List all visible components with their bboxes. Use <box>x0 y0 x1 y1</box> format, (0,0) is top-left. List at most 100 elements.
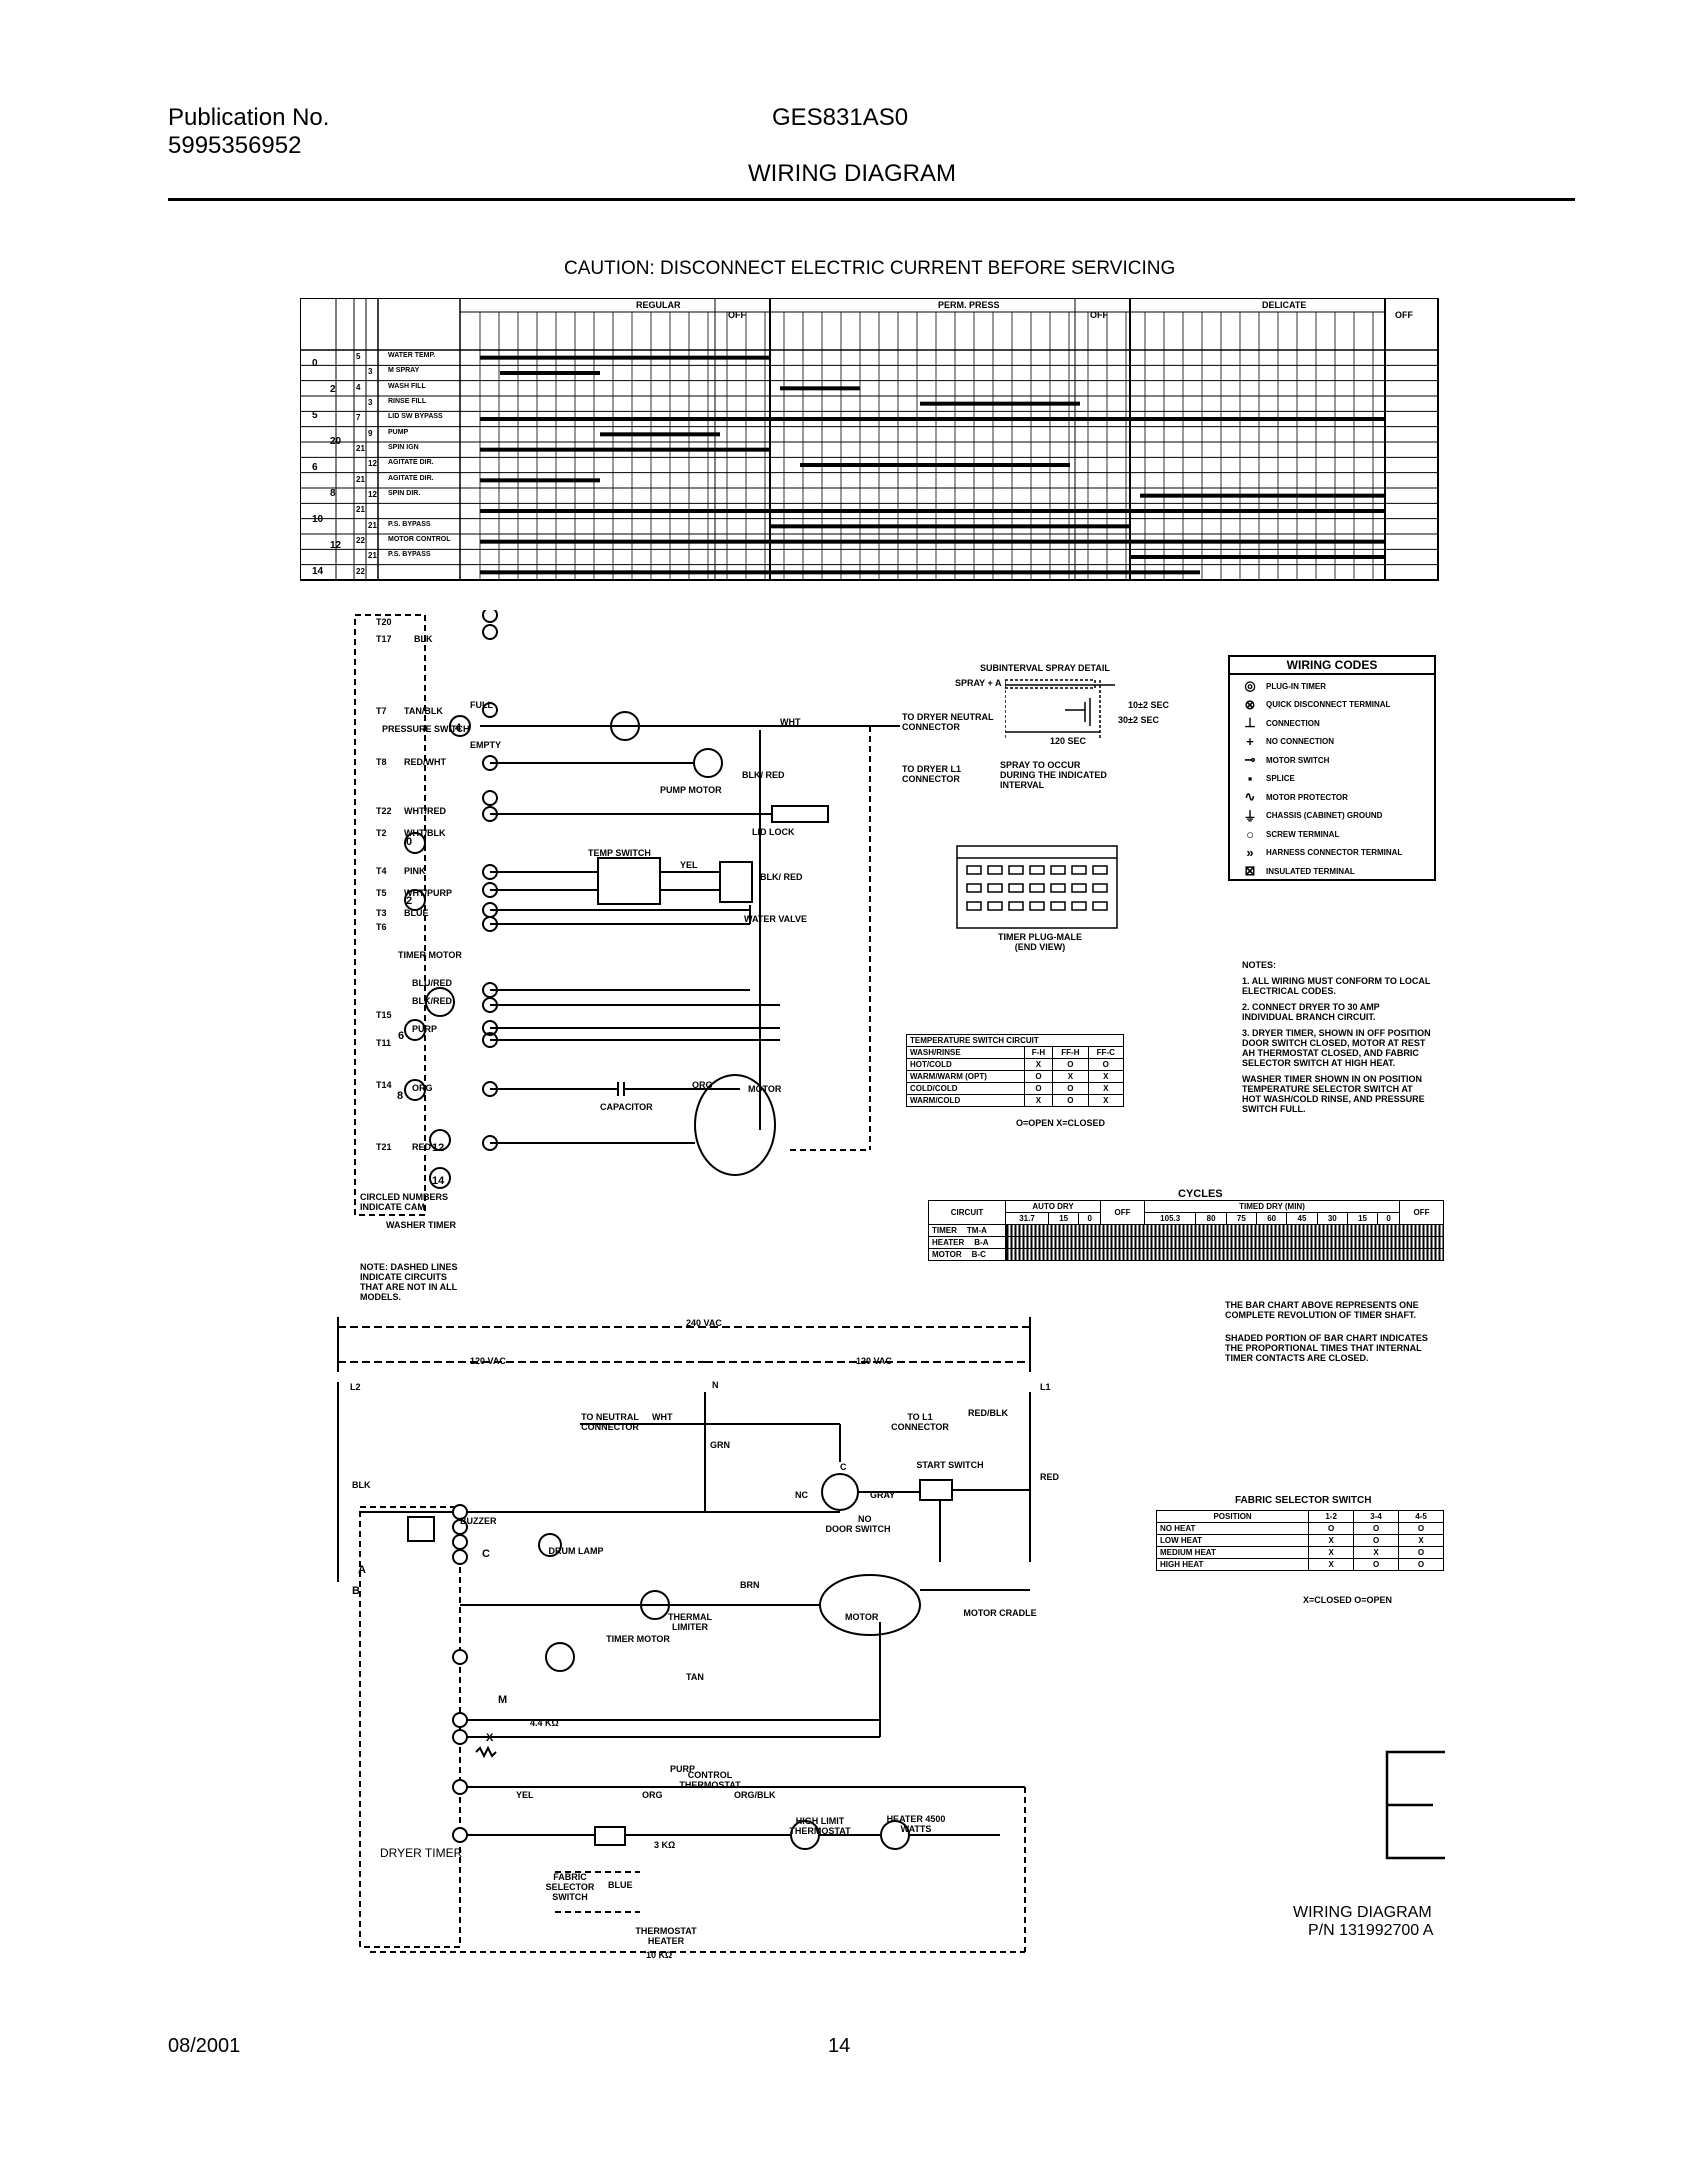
dryer-label-resistor: 4.4 KΩ <box>530 1718 559 1728</box>
dryer-label-hi-limit: HIGH LIMIT THERMOSTAT <box>789 1816 851 1836</box>
temp-table-row-cell: X <box>1087 1082 1125 1095</box>
washer-label-t15: T15 <box>376 1010 392 1020</box>
washer-label-blue: BLUE <box>404 908 429 918</box>
wiring-code-symbol-icon: ⊥ <box>1244 715 1256 731</box>
chart-bar <box>770 524 1130 529</box>
dryer-terminal <box>452 1534 468 1550</box>
dryer-terminal <box>452 1779 468 1795</box>
washer-cam <box>429 1167 451 1189</box>
plug-pin <box>1071 901 1087 911</box>
dryer-label-red: RED <box>1040 1472 1060 1482</box>
washer-label-red-wht: RED/WHT <box>404 757 446 767</box>
washer-label-red: RED <box>412 1142 432 1152</box>
dryer-label-nc: NC <box>795 1490 808 1500</box>
temp-table-row-cell: O <box>1052 1058 1089 1071</box>
wiring-code-label: HARNESS CONNECTOR TERMINAL <box>1266 848 1403 858</box>
wiring-code-symbol-icon: ⊸ <box>1244 752 1256 768</box>
chart-circuit-label: M SPRAY <box>388 367 420 375</box>
temp-table-header: FF-H <box>1052 1046 1089 1059</box>
washer-cam-label: 2 <box>406 895 413 907</box>
chart-off-1: OFF <box>728 310 746 320</box>
plug-pin <box>966 883 982 893</box>
fabric-table-row-cell: O <box>1398 1522 1444 1535</box>
cycles-auto-dry: AUTO DRY <box>1004 1200 1102 1213</box>
dryer-terminal <box>452 1712 468 1728</box>
cycles-timed-dry: TIMED DRY (MIN) <box>1143 1200 1401 1213</box>
washer-label-t5: T5 <box>376 888 387 898</box>
model-number: GES831AS0 <box>772 104 909 131</box>
washer-cam-label: 0 <box>406 836 413 848</box>
chart-bar <box>600 432 720 437</box>
wiring-code-row: ⏚CHASSIS (CABINET) GROUND <box>1234 807 1430 826</box>
wiring-code-symbol-icon: + <box>1246 734 1254 750</box>
fabric-table-header: POSITION <box>1155 1510 1310 1523</box>
fabric-table-row-cell: LOW HEAT <box>1155 1534 1310 1547</box>
wiring-codes-title: WIRING CODES <box>1230 657 1434 675</box>
dryer-label-timer-motor: TIMER MOTOR <box>606 1634 670 1644</box>
chart-bar <box>480 539 1385 544</box>
temp-table-row-cell: X <box>1052 1070 1089 1083</box>
temp-table-header: WASH/RINSE <box>906 1046 1025 1059</box>
washer-label-pressure-switch: PRESSURE SWITCH <box>382 724 470 734</box>
dryer-label-to-l1: TO L1 CONNECTOR <box>891 1412 949 1432</box>
temp-table-row-cell: WARM/COLD <box>906 1094 1025 1107</box>
wiring-code-label: SPLICE <box>1266 774 1295 784</box>
chart-bar <box>1140 493 1385 498</box>
fabric-table-legend: X=CLOSED O=OPEN <box>1303 1595 1393 1605</box>
dryer-label-tan: TAN <box>686 1672 704 1682</box>
dryer-label-door-switch: DOOR SWITCH <box>825 1524 891 1534</box>
cycles-tick-auto: 0 <box>1078 1212 1102 1225</box>
timer-sequence-chart <box>300 298 1439 581</box>
plug-pin <box>1050 901 1066 911</box>
wiring-code-label: CONNECTION <box>1266 718 1320 728</box>
wiring-code-row: ▪ SPLICE <box>1234 770 1430 789</box>
temp-table-title: TEMPERATURE SWITCH CIRCUIT <box>906 1034 1124 1047</box>
note-3: 3. DRYER TIMER, SHOWN IN OFF POSITION DO… <box>1242 1028 1431 1068</box>
cycles-row-terminals: B-A <box>974 1238 989 1247</box>
washer-cam <box>449 715 471 737</box>
chart-circuit-label: WASH FILL <box>388 382 426 390</box>
temp-table-row-cell: HOT/COLD <box>906 1058 1025 1071</box>
dryer-label-no: NO <box>858 1514 872 1524</box>
washer-label-t2: T2 <box>376 828 387 838</box>
wiring-code-symbol-icon: ▪ <box>1247 771 1253 787</box>
chart-terminal-label: 21 <box>368 551 377 561</box>
dryer-label-to-neutral: TO NEUTRAL CONNECTOR <box>581 1412 639 1432</box>
wiring-code-label: QUICK DISCONNECT TERMINAL <box>1266 700 1391 710</box>
washer-terminal <box>482 610 498 623</box>
cycles-off-2: OFF <box>1399 1200 1444 1225</box>
chart-group-delicate: DELICATE <box>1262 300 1307 310</box>
chart-circuit-label: AGITATE DIR. <box>388 474 434 482</box>
chart-circuit-label: MOTOR CONTROL <box>388 536 451 543</box>
fabric-table-row-cell: O <box>1308 1522 1355 1535</box>
fabric-table-header: 4-5 <box>1398 1510 1444 1523</box>
fabric-table-row-cell: O <box>1353 1522 1400 1535</box>
washer-label-org2: ORG <box>692 1080 713 1090</box>
dryer-label-dryer-timer: DRYER TIMER <box>380 1846 463 1860</box>
wiring-code-label: MOTOR SWITCH <box>1266 755 1330 765</box>
cycles-title: CYCLES <box>1178 1188 1223 1200</box>
cycles-row-name: TIMER <box>932 1226 957 1235</box>
washer-label-blk-red3: BLK/RED <box>412 996 452 1006</box>
dryer-label-red-blk: RED/BLK <box>968 1408 1008 1418</box>
wiring-code-row: ⊠INSULATED TERMINAL <box>1234 862 1430 881</box>
temp-table-row-cell: O <box>1023 1082 1054 1095</box>
note-2: 2. CONNECT DRYER TO 30 AMP INDIVIDUAL BR… <box>1242 1002 1380 1022</box>
wiring-code-symbol-icon: ◎ <box>1244 678 1256 694</box>
washer-label-blk-red2: BLK/ RED <box>760 872 803 882</box>
chart-terminal-label: 22 <box>356 566 365 576</box>
chart-bar <box>480 509 1385 513</box>
dryer-label-drum-lamp: DRUM LAMP <box>548 1546 604 1556</box>
dryer-label-r10k: 10 KΩ <box>646 1950 673 1960</box>
plug-pin <box>1008 883 1024 893</box>
chart-circuit-label: SPIN DIR. <box>388 490 421 497</box>
wiring-code-row: ○SCREW TERMINAL <box>1234 825 1430 844</box>
fabric-table-row-cell: HIGH HEAT <box>1155 1558 1310 1571</box>
chart-bar <box>800 463 1070 467</box>
wiring-code-symbol-icon: » <box>1246 845 1254 861</box>
washer-label-t3: T3 <box>376 908 387 918</box>
dryer-label-thermal-limiter: THERMAL LIMITER <box>668 1612 712 1632</box>
spray-detail-title: SUBINTERVAL SPRAY DETAIL <box>980 663 1110 673</box>
chart-circuit-label: LID SW BYPASS <box>388 413 443 421</box>
